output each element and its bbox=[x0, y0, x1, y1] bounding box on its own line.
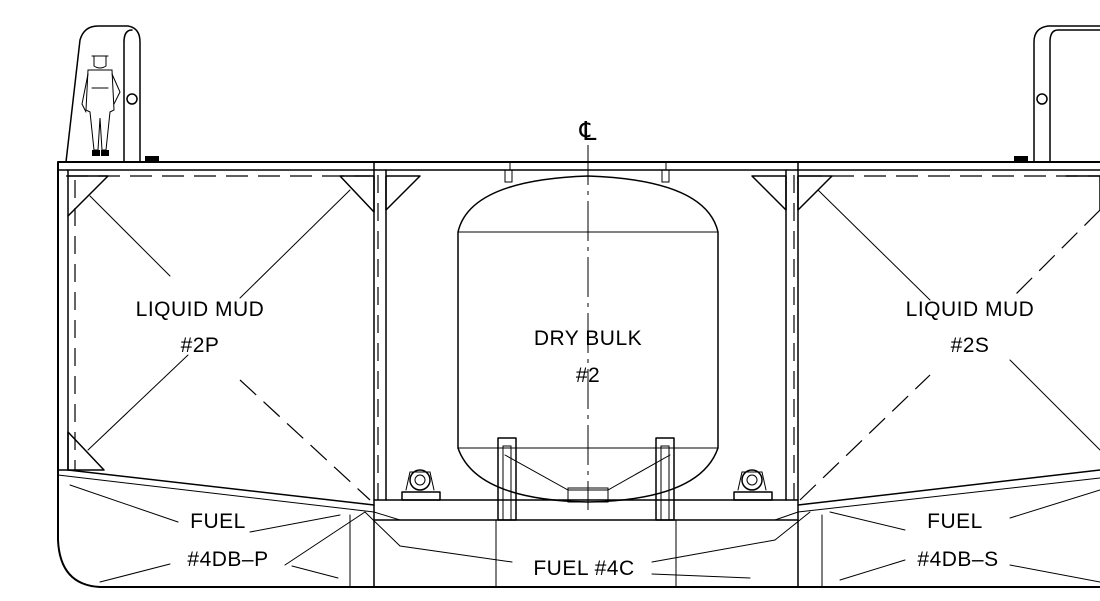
tank-name: FUEL bbox=[927, 510, 983, 533]
stbd-deck-post bbox=[1033, 25, 1100, 163]
tank-number: #2P bbox=[181, 334, 220, 357]
label-liquid-mud-port: LIQUID MUD #2P bbox=[136, 298, 265, 357]
tank-number: #4DB–P bbox=[187, 548, 268, 571]
person-figure-icon bbox=[81, 55, 121, 156]
tank-number: #2 bbox=[576, 364, 600, 387]
pump-icon bbox=[401, 469, 441, 501]
tank-name: FUEL #4C bbox=[533, 557, 634, 580]
tank-number: #2S bbox=[951, 334, 990, 357]
fuel-stbd-leaders bbox=[829, 489, 1100, 583]
pump-icon bbox=[733, 469, 773, 501]
label-fuel-center: FUEL #4C bbox=[533, 557, 634, 580]
label-fuel-port: FUEL #4DB–P bbox=[187, 510, 268, 571]
tank-name: LIQUID MUD bbox=[906, 298, 1035, 321]
deck-fittings bbox=[145, 156, 1028, 183]
hull-outline bbox=[57, 161, 1100, 588]
fuel-port-leaders bbox=[69, 484, 513, 583]
centerline-symbol: ℄ bbox=[579, 117, 597, 147]
tank-name: LIQUID MUD bbox=[136, 298, 265, 321]
label-liquid-mud-stbd: LIQUID MUD #2S bbox=[906, 298, 1035, 357]
tank-number: #4DB–S bbox=[917, 548, 998, 571]
port-tank-diagonals bbox=[87, 189, 371, 501]
stbd-tank-diagonals bbox=[799, 189, 1100, 501]
tank-name: DRY BULK bbox=[534, 327, 642, 350]
fuel-center-leaders bbox=[651, 511, 811, 579]
label-dry-bulk: DRY BULK #2 bbox=[534, 327, 642, 387]
centerline: ℄ bbox=[579, 117, 597, 510]
label-fuel-stbd: FUEL #4DB–S bbox=[917, 510, 998, 571]
bulkheads bbox=[67, 161, 799, 588]
double-bottom bbox=[57, 469, 1100, 588]
tank-name: FUEL bbox=[190, 510, 246, 533]
corner-brackets bbox=[67, 175, 1100, 471]
port-deck-post bbox=[65, 25, 141, 163]
